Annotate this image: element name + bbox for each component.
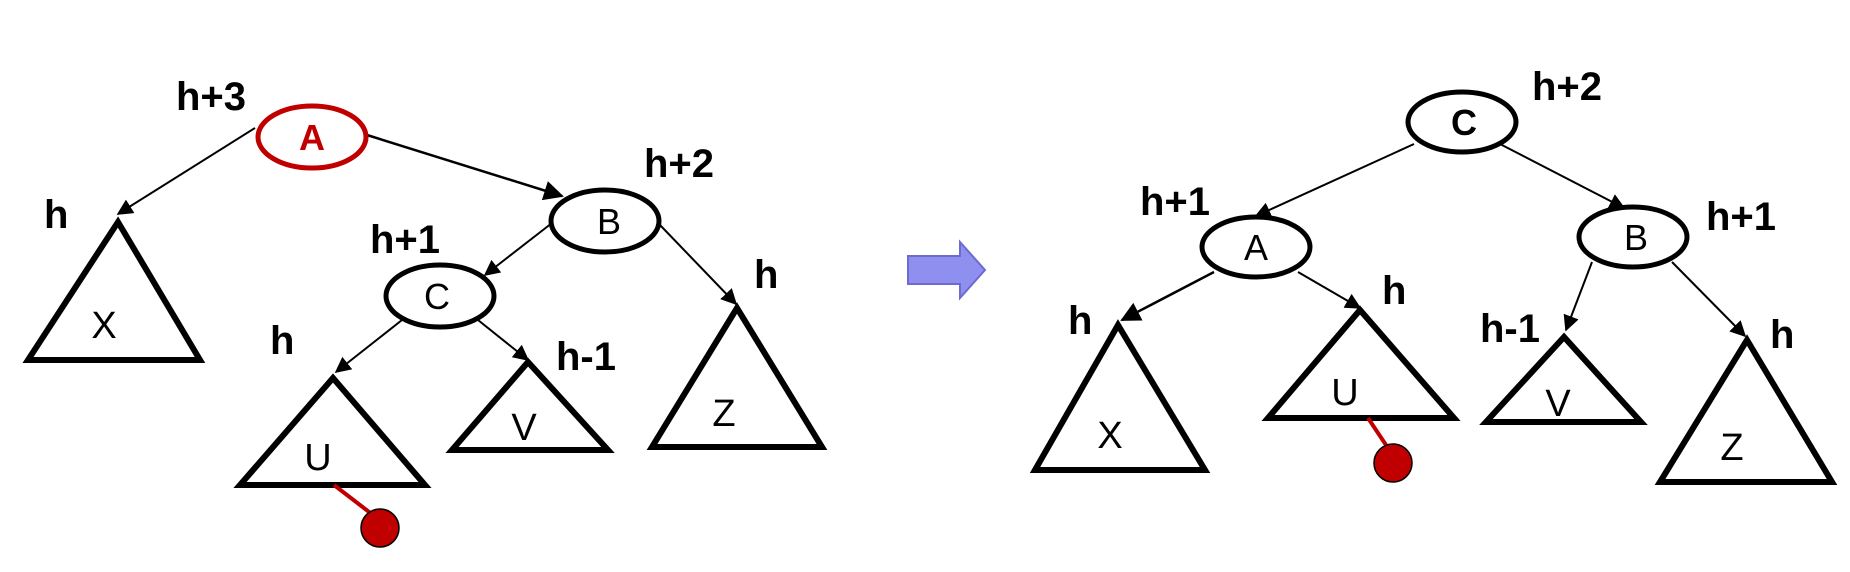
- edge-b-z: [659, 224, 738, 306]
- edge-a-u: [1297, 271, 1362, 309]
- node-b-label: B: [1624, 217, 1648, 258]
- node-c-label: C: [424, 276, 450, 317]
- edge-b-v: [1563, 261, 1593, 332]
- edge-c-u: [334, 319, 403, 373]
- subtree-x-label: X: [1097, 415, 1122, 457]
- edge-c-v: [477, 319, 530, 361]
- height-label-b: h+2: [644, 142, 714, 186]
- node-c: [383, 262, 497, 330]
- subtree-u-label: U: [1331, 372, 1358, 414]
- before-tree: X U V Z A B C h+3 h+2 h+1 h h h-1 h: [22, 75, 828, 548]
- insertion-link: [332, 483, 375, 517]
- node-c-root: [1405, 89, 1519, 155]
- edge-c-a: [1254, 143, 1415, 218]
- subtree-x: [22, 216, 206, 363]
- edge-b-z: [1671, 261, 1747, 338]
- after-tree: X U V Z C A B h+2 h+1 h+1 h h h-1 h: [1029, 65, 1838, 485]
- node-a-unbalanced: [255, 103, 369, 171]
- height-label-z: h: [754, 253, 778, 297]
- height-label-z: h: [1770, 313, 1794, 357]
- subtree-u: [233, 373, 432, 488]
- edge-b-c: [483, 222, 553, 276]
- subtree-x-label: X: [91, 305, 116, 347]
- subtree-u-label: U: [304, 437, 331, 479]
- height-label-a: h+3: [176, 75, 246, 119]
- edge-a-b: [366, 133, 564, 201]
- inserted-node-dot: [360, 508, 400, 548]
- node-a: [1199, 214, 1313, 280]
- subtree-z-label: Z: [1720, 427, 1743, 469]
- height-label-v: h-1: [1480, 307, 1540, 351]
- node-b-label: B: [597, 201, 621, 242]
- edge-a-x: [1120, 270, 1215, 322]
- node-b: [1576, 204, 1690, 270]
- subtree-v: [445, 357, 615, 453]
- subtree-z-label: Z: [712, 393, 735, 435]
- subtree-z: [1654, 334, 1838, 485]
- height-label-b: h+1: [1706, 195, 1776, 239]
- subtree-v-label: V: [1545, 383, 1571, 425]
- height-label-u: h: [1382, 269, 1406, 313]
- subtree-z: [646, 302, 828, 450]
- edge-c-b: [1499, 143, 1626, 209]
- inserted-node-dot: [1373, 443, 1413, 483]
- height-label-u: h: [270, 319, 294, 363]
- height-label-x: h: [1068, 299, 1092, 343]
- height-label-c: h+1: [370, 218, 440, 262]
- height-label-x: h: [44, 193, 68, 237]
- insertion-link: [1366, 416, 1390, 450]
- height-label-c: h+2: [1532, 65, 1602, 109]
- height-label-v: h-1: [556, 335, 616, 379]
- subtree-x: [1029, 319, 1211, 473]
- node-a-label: A: [1244, 227, 1268, 268]
- node-b: [548, 187, 662, 255]
- subtree-v: [1479, 332, 1648, 425]
- subtree-v-label: V: [511, 407, 537, 449]
- edge-a-x: [116, 127, 256, 215]
- node-a-label: A: [299, 117, 325, 158]
- subtree-u: [1261, 305, 1461, 421]
- node-c-label: C: [1451, 102, 1477, 143]
- transform-arrow-icon: [907, 239, 987, 301]
- height-label-a: h+1: [1140, 180, 1210, 224]
